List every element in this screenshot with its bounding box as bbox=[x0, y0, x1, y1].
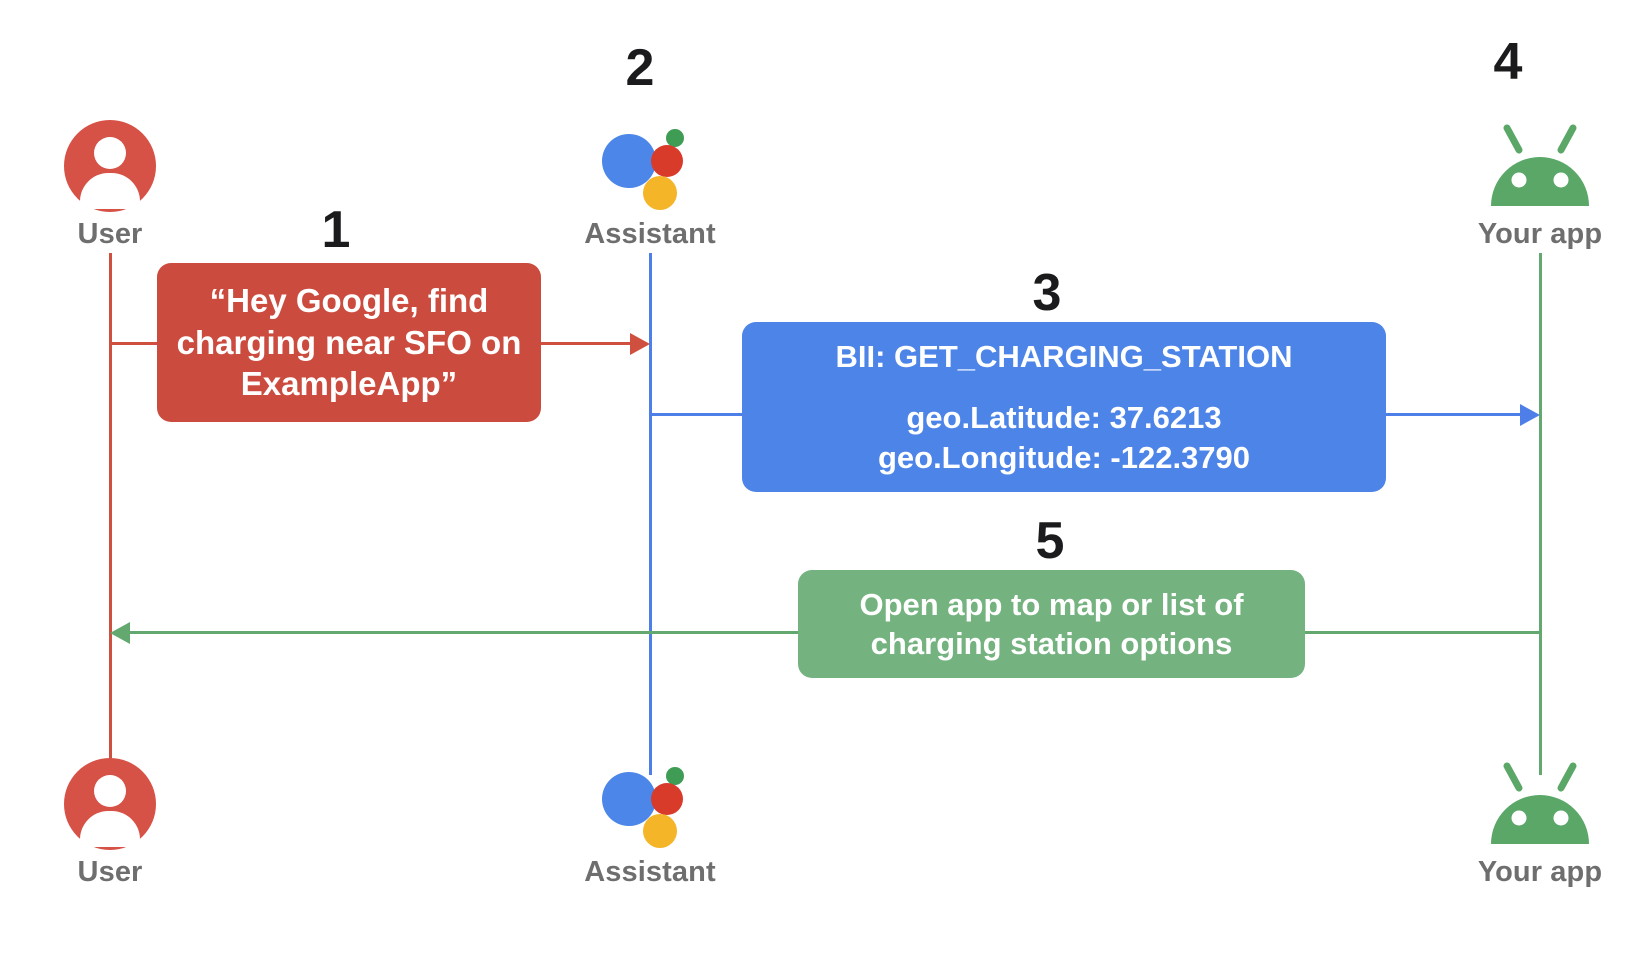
lifeline-assistant bbox=[649, 253, 652, 775]
assistant-dot-green bbox=[666, 767, 684, 785]
assistant-dot-blue bbox=[602, 772, 656, 826]
assistant-dot-red bbox=[651, 783, 683, 815]
actor-user-bottom: User bbox=[0, 758, 220, 889]
actor-assistant-top: Assistant bbox=[540, 120, 760, 251]
step-number-4: 4 bbox=[1493, 33, 1523, 91]
assistant-dot-yellow bbox=[643, 176, 677, 210]
lifeline-app bbox=[1539, 253, 1542, 775]
actor-user-top: User bbox=[0, 120, 220, 251]
user-avatar-icon bbox=[64, 758, 156, 850]
lifeline-user bbox=[109, 253, 112, 775]
message-box-bii-request: BII: GET_CHARGING_STATION geo.Latitude: … bbox=[742, 322, 1386, 492]
actor-label-assistant-bottom: Assistant bbox=[584, 856, 716, 888]
step-number-5: 5 bbox=[1035, 512, 1065, 570]
actor-label-user-top: User bbox=[77, 218, 143, 250]
actor-label-app-bottom: Your app bbox=[1477, 856, 1603, 888]
actor-label-assistant-top: Assistant bbox=[584, 218, 716, 250]
step-number-1: 1 bbox=[321, 201, 351, 259]
bii-title: BII: GET_CHARGING_STATION bbox=[835, 339, 1293, 375]
actor-app-bottom: Your app bbox=[1430, 758, 1634, 889]
actor-app-top: Your app bbox=[1430, 120, 1634, 251]
arrowhead-assistant-to-app bbox=[1520, 404, 1540, 426]
message-line: charging station options bbox=[870, 626, 1233, 661]
user-avatar-icon bbox=[64, 120, 156, 212]
assistant-dot-yellow bbox=[643, 814, 677, 848]
assistant-dot-blue bbox=[602, 134, 656, 188]
message-line: charging near SFO on bbox=[176, 323, 522, 361]
bii-param-latitude: geo.Latitude: 37.6213 bbox=[906, 400, 1222, 436]
step-number-2: 2 bbox=[625, 39, 655, 97]
message-line: “Hey Google, find bbox=[209, 282, 489, 320]
google-assistant-icon bbox=[600, 758, 700, 850]
message-box-user-utterance: “Hey Google, find charging near SFO on E… bbox=[157, 263, 541, 422]
message-line: ExampleApp” bbox=[240, 365, 458, 403]
message-box-app-response: Open app to map or list of charging stat… bbox=[798, 570, 1305, 678]
actor-assistant-bottom: Assistant bbox=[540, 758, 760, 889]
actor-label-user-bottom: User bbox=[77, 856, 143, 888]
assistant-dot-green bbox=[666, 129, 684, 147]
message-line: Open app to map or list of bbox=[859, 586, 1244, 622]
bii-param-longitude: geo.Longitude: -122.3790 bbox=[877, 439, 1251, 475]
arrowhead-user-to-assistant bbox=[630, 333, 650, 355]
android-robot-icon bbox=[1485, 758, 1595, 850]
assistant-dot-red bbox=[651, 145, 683, 177]
arrowhead-app-to-user bbox=[110, 622, 130, 644]
android-robot-icon bbox=[1485, 120, 1595, 212]
google-assistant-icon bbox=[600, 120, 700, 212]
step-number-3: 3 bbox=[1032, 264, 1062, 322]
actor-label-app-top: Your app bbox=[1477, 218, 1603, 250]
